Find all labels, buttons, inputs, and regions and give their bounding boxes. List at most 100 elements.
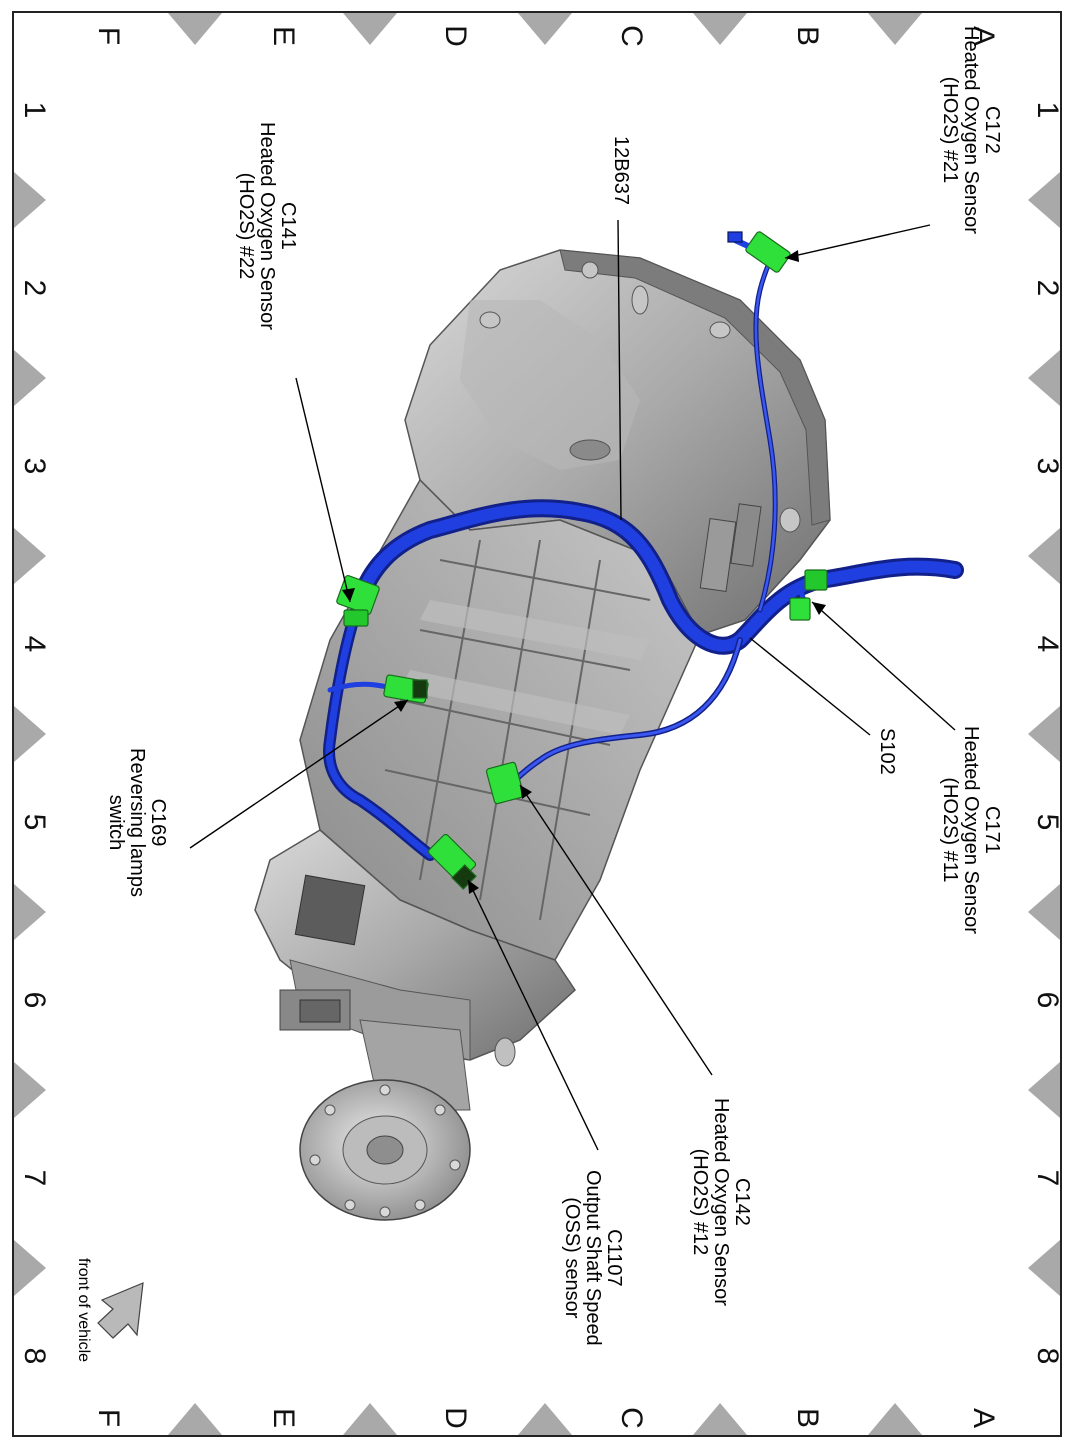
grid-letter-top-d: D (439, 25, 472, 47)
border-triangle-left-3 (14, 528, 46, 584)
leader-c169 (189, 699, 409, 849)
grid-letter-top-e: E (267, 25, 300, 47)
callout-c171-code: (HO2S) #11 (939, 777, 961, 883)
callout-c169-desc: Reversing lamps (126, 748, 148, 897)
connector-c172 (727, 231, 791, 273)
border-triangle-right-2 (1028, 350, 1060, 406)
border-triangle-left-2 (14, 350, 46, 406)
border-triangles-bottom (168, 1403, 922, 1435)
leader-c141 (295, 377, 351, 603)
grid-letter-top-b: B (791, 25, 824, 47)
callout-c169-code: switch (105, 794, 127, 851)
grid-number-right-3: 3 (1031, 457, 1064, 475)
grid-number-left-8: 8 (18, 1347, 51, 1365)
border-triangles-right (1028, 172, 1060, 1296)
callout-c1107: C1107 Output Shaft Speed (OSS) sensor (561, 1170, 625, 1346)
grid-letter-bottom-b: B (791, 1407, 824, 1429)
grid-number-left-5: 5 (18, 813, 51, 831)
transmission-illustration (254, 249, 831, 1221)
border-triangle-right-7 (1028, 1240, 1060, 1296)
border-triangle-left-6 (14, 1062, 46, 1118)
connectors (336, 231, 828, 890)
border-triangle-right-4 (1028, 706, 1060, 762)
callout-c171: C171 Heated Oxygen Sensor (HO2S) #11 (939, 726, 1003, 934)
callout-c172-code: (HO2S) #21 (939, 76, 961, 184)
leader-c1107 (467, 879, 599, 1151)
callout-c1107-desc: Output Shaft Speed (582, 1170, 604, 1346)
border-triangles-top (168, 13, 922, 45)
leader-s102 (749, 637, 871, 736)
border-triangle-top-5 (868, 13, 922, 45)
grid-number-left-1: 1 (18, 101, 51, 119)
callout-c1107-code: (OSS) sensor (561, 1197, 583, 1319)
grid-number-right-4: 4 (1031, 635, 1064, 653)
grid-letter-bottom-c: C (615, 1407, 648, 1429)
callout-c171-id: C171 (981, 806, 1003, 854)
callout-c141-id: C141 (277, 202, 299, 250)
grid-number-left-3: 3 (18, 457, 51, 475)
border-triangle-bottom-4 (693, 1403, 747, 1435)
diagram-border (12, 11, 1062, 1437)
wiring-harness (323, 253, 964, 861)
grid-number-left-4: 4 (18, 635, 51, 653)
callout-c172-desc: Heated Oxygen Sensor (960, 26, 982, 234)
grid-number-right-7: 7 (1031, 1169, 1064, 1187)
callout-c171-desc: Heated Oxygen Sensor (960, 726, 982, 934)
border-triangle-top-1 (168, 13, 222, 45)
grid-number-right-1: 1 (1031, 101, 1064, 119)
grid-number-left-6: 6 (18, 991, 51, 1009)
border-triangle-bottom-3 (518, 1403, 572, 1435)
callout-c142-code: (HO2S) #12 (689, 1148, 711, 1256)
border-triangle-right-3 (1028, 528, 1060, 584)
front-of-vehicle-arrow-icon (97, 1282, 144, 1339)
leader-c142 (519, 784, 713, 1076)
callout-c142: C142 Heated Oxygen Sensor (HO2S) #12 (689, 1098, 753, 1306)
grid-letter-bottom-f: F (92, 1408, 125, 1428)
border-triangle-top-3 (518, 13, 572, 45)
grid-number-right-2: 2 (1031, 279, 1064, 297)
callout-c169-id: C169 (147, 798, 169, 847)
border-triangle-right-5 (1028, 884, 1060, 940)
grid-number-left-2: 2 (18, 279, 51, 297)
grid-letter-bottom-e: E (267, 1407, 300, 1429)
border-triangle-right-6 (1028, 1062, 1060, 1118)
leader-harness (617, 219, 622, 521)
border-triangle-left-1 (14, 172, 46, 228)
callout-c169: C169 Reversing lamps switch (105, 748, 169, 897)
border-triangle-top-2 (343, 13, 397, 45)
grid-letter-top-f: F (92, 26, 125, 46)
leader-c172 (784, 224, 931, 259)
border-triangle-top-4 (693, 13, 747, 45)
front-of-vehicle-label: front of vehicle (75, 1258, 92, 1363)
callout-c141-code: (HO2S) #22 (235, 172, 257, 280)
border-triangles-left (14, 172, 46, 1296)
callout-c172: C172 Heated Oxygen Sensor (HO2S) #21 (939, 26, 1003, 234)
border-triangle-bottom-1 (168, 1403, 222, 1435)
connector-c142 (485, 761, 525, 805)
border-triangle-bottom-2 (343, 1403, 397, 1435)
callout-c141-desc: Heated Oxygen Sensor (256, 122, 278, 330)
grid-letter-bottom-d: D (439, 1407, 472, 1429)
grid-letter-bottom-a: A (967, 1407, 1000, 1429)
callout-c142-desc: Heated Oxygen Sensor (710, 1098, 732, 1306)
grid-number-right-8: 8 (1031, 1347, 1064, 1365)
border-triangle-bottom-5 (868, 1403, 922, 1435)
splice-s102: S102 (876, 728, 898, 775)
callout-c141: C141 Heated Oxygen Sensor (HO2S) #22 (235, 122, 299, 330)
grid-number-right-5: 5 (1031, 813, 1064, 831)
border-triangle-left-5 (14, 884, 46, 940)
border-triangle-left-4 (14, 706, 46, 762)
connector-c171 (789, 569, 828, 621)
callout-c142-id: C142 (731, 1178, 753, 1226)
border-triangle-right-1 (1028, 172, 1060, 228)
harness-part-number: 12B637 (610, 136, 632, 205)
border-triangle-left-7 (14, 1240, 46, 1296)
callout-c1107-id: C1107 (603, 1229, 625, 1287)
callout-c172-id: C172 (981, 106, 1003, 154)
grid-number-left-7: 7 (18, 1169, 51, 1187)
connector-c141 (336, 574, 380, 627)
leader-c171 (811, 601, 956, 731)
connector-c169 (383, 674, 429, 704)
grid-letter-top-c: C (615, 25, 648, 47)
